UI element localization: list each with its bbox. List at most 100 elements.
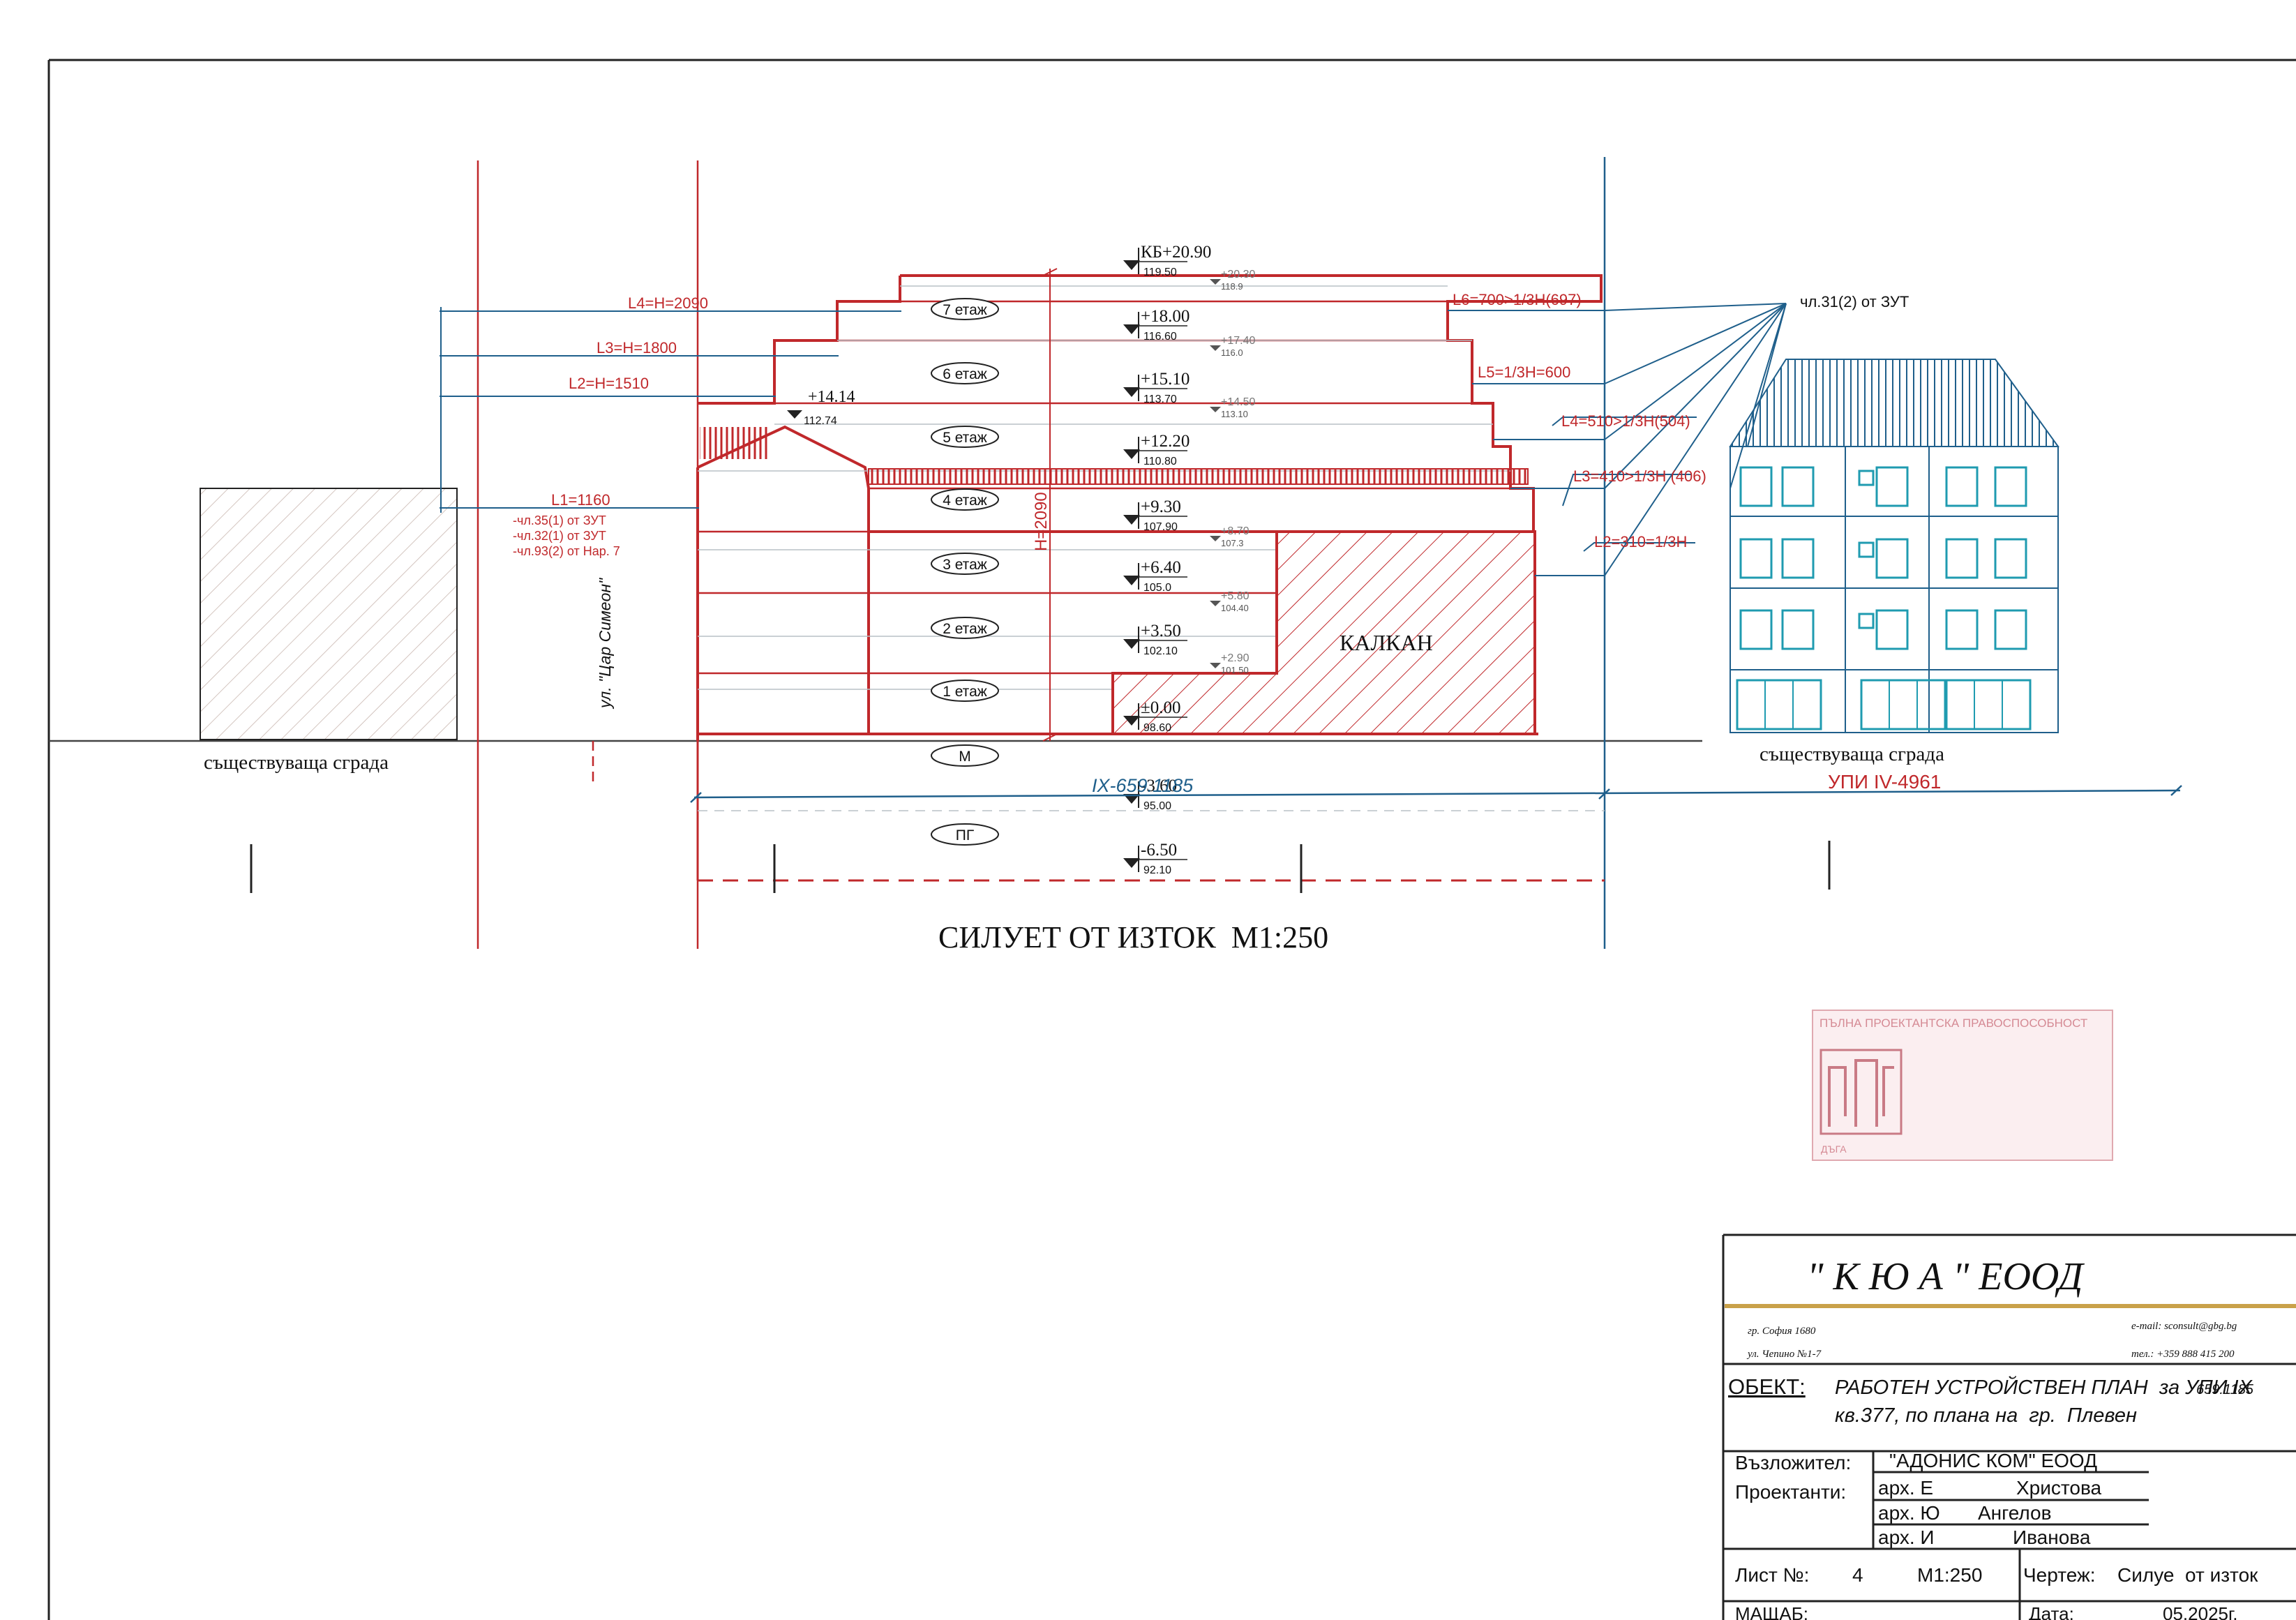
small-level-abs: 113.10 xyxy=(1221,409,1248,419)
client-label: Възложител: xyxy=(1735,1452,1851,1473)
small-level-triangle xyxy=(1210,345,1221,351)
level-mark-text: +18.00 xyxy=(1141,307,1190,326)
floor-label-text: 6 етаж xyxy=(943,366,987,382)
right-window xyxy=(1739,538,1773,579)
right-window xyxy=(1945,538,1979,579)
parcel-dimension xyxy=(690,785,2182,803)
left-dim-l3: L3=H=1800 xyxy=(596,339,677,357)
level-mark-text: ±0.00 xyxy=(1141,698,1180,717)
object-sub: 659.1185 xyxy=(2196,1382,2254,1397)
level-triangle xyxy=(1123,260,1140,270)
right-dim-l4: L4=510>1/3H(504) xyxy=(1561,412,1690,430)
company-city: гр. София 1680 xyxy=(1748,1326,1816,1337)
small-level-triangle xyxy=(1210,601,1221,606)
parcel-right-label: УПИ IV-4961 xyxy=(1828,771,1941,793)
floor-ellipse xyxy=(931,426,999,448)
floor-label-text: 4 етаж xyxy=(943,493,987,509)
right-window-small xyxy=(1858,470,1875,486)
left-note-2: -чл.32(1) от ЗУТ xyxy=(513,529,606,543)
level-abs-text: 107.90 xyxy=(1143,521,1178,533)
company-street: ул. Чепино №1-7 xyxy=(1746,1349,1822,1360)
existing-left-label: съществуваща сграда xyxy=(204,751,389,774)
left-dim-l1: L1=1160 xyxy=(551,491,610,509)
small-level-abs: 104.40 xyxy=(1221,603,1249,613)
stamp-logo-mark xyxy=(1828,1059,1894,1127)
date-label: Дата: xyxy=(2029,1603,2074,1620)
left-note-1: -чл.35(1) от ЗУТ xyxy=(513,513,606,527)
scale-label: МАЩАБ: xyxy=(1735,1603,1808,1620)
floor-label-0: 7 етаж xyxy=(931,298,999,320)
kalkan-area xyxy=(1111,530,1536,735)
floor-label-4: 3 етаж xyxy=(931,553,999,575)
sheet-number: 4 xyxy=(1852,1564,1863,1586)
sheet-label: Лист №: xyxy=(1735,1564,1809,1586)
level-abs-text: 119.50 xyxy=(1143,267,1177,278)
level-mark-text: +9.30 xyxy=(1141,497,1181,516)
right-window xyxy=(1781,466,1815,507)
floor-label-1: 6 етаж xyxy=(931,362,999,384)
level-triangle xyxy=(1123,716,1140,726)
right-window xyxy=(1875,609,1909,650)
level-mark-0: КБ+20.90 119.50 xyxy=(1123,243,1211,278)
right-window xyxy=(1781,538,1815,579)
left-note-3: -чл.93(2) от Нар. 7 xyxy=(513,544,620,558)
small-level-triangle xyxy=(1210,536,1221,541)
sheet-scale: М1:250 xyxy=(1917,1564,1982,1586)
floor-ellipse xyxy=(931,744,999,767)
level-abs-text: 113.70 xyxy=(1143,393,1177,405)
floor-ellipse xyxy=(931,823,999,846)
floor-label-text: 1 етаж xyxy=(943,684,987,700)
object-line-1: РАБОТЕН УСТРОЙСТВЕН ПЛАН за УПИ IX xyxy=(1835,1375,2253,1399)
kalkan-label: КАЛКАН xyxy=(1340,630,1433,655)
level-mark-text: КБ+20.90 xyxy=(1141,243,1211,262)
design-stamp: ПЪЛНА ПРОЕКТАНТСКА ПРАВОСПОСОБНОСТ ДЪГА xyxy=(1812,1010,2113,1161)
small-level-triangle xyxy=(1210,407,1221,412)
level-mark-text: -3.60 xyxy=(1141,777,1177,795)
right-window xyxy=(1994,538,2027,579)
level-triangle xyxy=(1123,639,1140,649)
floor-ellipse xyxy=(931,298,999,320)
designer-1-name: Христова xyxy=(2016,1477,2102,1499)
zut-note: чл.31(2) от ЗУТ xyxy=(1800,293,1909,310)
floor-ellipse xyxy=(931,362,999,384)
stamp-logo xyxy=(1819,1049,1903,1135)
right-dim-l6: L6=700>1/3H(697) xyxy=(1453,291,1582,308)
right-building-windows xyxy=(1736,466,2032,730)
level-1414-abs: 112.74 xyxy=(804,415,837,427)
object-line-2: кв.377, по плана на гр. Плевен xyxy=(1835,1404,2137,1427)
floor-label-text: 5 етаж xyxy=(943,430,987,446)
object-label: ОБЕКТ: xyxy=(1728,1374,1806,1399)
stamp-bottom-text: ДЪГА xyxy=(1821,1143,1847,1155)
parcel-left-label: IX-659.1185 xyxy=(1092,775,1194,796)
level-abs-text: 110.80 xyxy=(1143,456,1177,467)
level-abs-text: 98.60 xyxy=(1143,722,1171,734)
floor-ellipse xyxy=(931,488,999,511)
existing-building-right xyxy=(1729,359,2059,733)
right-window xyxy=(1781,609,1815,650)
small-level-text: +14.50 xyxy=(1221,396,1255,408)
basement-outline xyxy=(696,741,1605,882)
designer-2-name: Ангелов xyxy=(1978,1502,2051,1524)
height-dimension: H=2090 xyxy=(1032,268,1058,742)
designer-1-initial: арх. Е xyxy=(1878,1477,1933,1499)
right-window xyxy=(1994,466,2027,507)
level-mark-text: +6.40 xyxy=(1141,558,1181,577)
sheet-frame xyxy=(47,59,2296,1620)
right-shopfront xyxy=(1945,679,2032,730)
right-window xyxy=(1875,538,1909,579)
floor-label-text: 3 етаж xyxy=(943,557,987,573)
floor-label-8: ПГ xyxy=(931,823,999,846)
level-abs-text: 95.00 xyxy=(1143,800,1171,812)
level-triangle xyxy=(1123,515,1140,525)
date-value: 05.2025г. xyxy=(2163,1603,2238,1620)
small-level-text: +2.90 xyxy=(1221,652,1250,664)
level-triangle xyxy=(1123,794,1140,804)
right-window xyxy=(1994,609,2027,650)
